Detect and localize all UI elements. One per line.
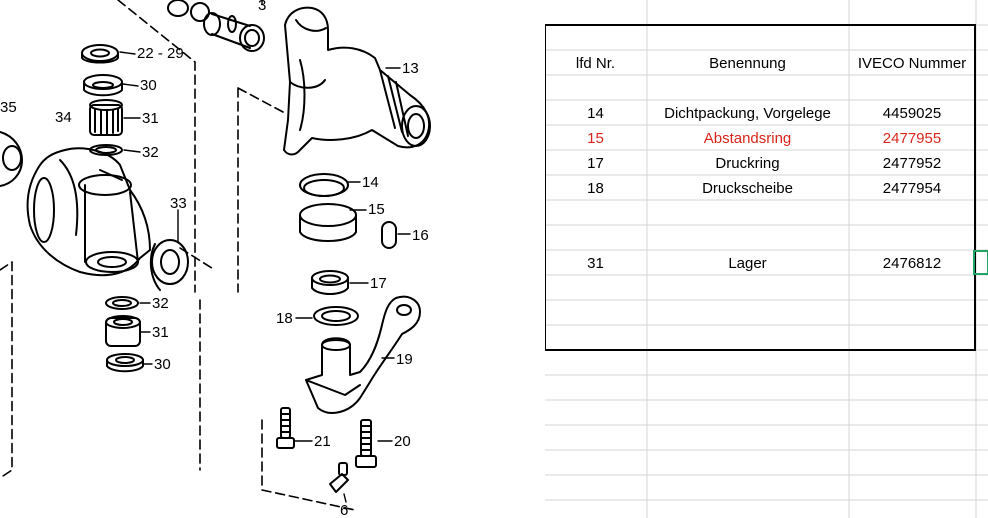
cell-name-abstandsring[interactable]: Abstandsring <box>703 130 792 147</box>
cell-nr-31[interactable]: 31 <box>587 255 604 272</box>
callout-30-bottom: 30 <box>154 356 171 373</box>
cell-nr-17[interactable]: 17 <box>587 155 604 172</box>
spreadsheet-area[interactable]: lfd Nr. Benennung IVECO Nummer 14 Dichtp… <box>545 0 988 518</box>
cell-number-2477952[interactable]: 2477952 <box>882 155 942 172</box>
cell-name-lager[interactable]: Lager <box>728 255 767 272</box>
callout-3: 3 <box>258 0 266 14</box>
callout-6: 6 <box>340 502 348 518</box>
header-lfd-nr[interactable]: lfd Nr. <box>575 55 616 72</box>
callout-20: 20 <box>394 433 411 450</box>
callout-35: 35 <box>0 99 17 116</box>
callout-15: 15 <box>368 201 385 218</box>
cell-number-2477955[interactable]: 2477955 <box>882 130 942 147</box>
cell-name-dichtpackung[interactable]: Dichtpackung, Vorgelege <box>664 105 831 122</box>
callout-14: 14 <box>362 174 379 191</box>
cell-number-2476812[interactable]: 2476812 <box>882 255 942 272</box>
cell-name-druckscheibe[interactable]: Druckscheibe <box>702 180 793 197</box>
header-iveco-nummer[interactable]: IVECO Nummer <box>857 55 967 72</box>
cell-name-druckring[interactable]: Druckring <box>715 155 780 172</box>
callout-19: 19 <box>396 351 413 368</box>
callout-22-29: 22 - 29 <box>137 45 184 62</box>
callout-31-top: 31 <box>142 110 159 127</box>
callout-13: 13 <box>402 60 419 77</box>
callout-18: 18 <box>276 310 293 327</box>
callout-21: 21 <box>314 433 331 450</box>
cell-number-2477954[interactable]: 2477954 <box>882 180 942 197</box>
cell-nr-18[interactable]: 18 <box>587 180 604 197</box>
cell-nr-14[interactable]: 14 <box>587 105 604 122</box>
cell-nr-15[interactable]: 15 <box>587 130 604 147</box>
callout-30-top: 30 <box>140 77 157 94</box>
callout-16: 16 <box>412 227 429 244</box>
spreadsheet-grid <box>545 0 988 518</box>
callout-31-bottom: 31 <box>152 324 169 341</box>
callout-17: 17 <box>370 275 387 292</box>
header-benennung[interactable]: Benennung <box>709 55 786 72</box>
callout-32-top: 32 <box>142 144 159 161</box>
exploded-parts-drawing: 35 34 22 - 29 30 31 32 33 32 31 30 3 13 … <box>0 0 431 518</box>
callout-32-bottom: 32 <box>152 295 169 312</box>
callout-34: 34 <box>55 109 72 126</box>
cell-number-4459025[interactable]: 4459025 <box>882 105 942 122</box>
callout-33: 33 <box>170 195 187 212</box>
